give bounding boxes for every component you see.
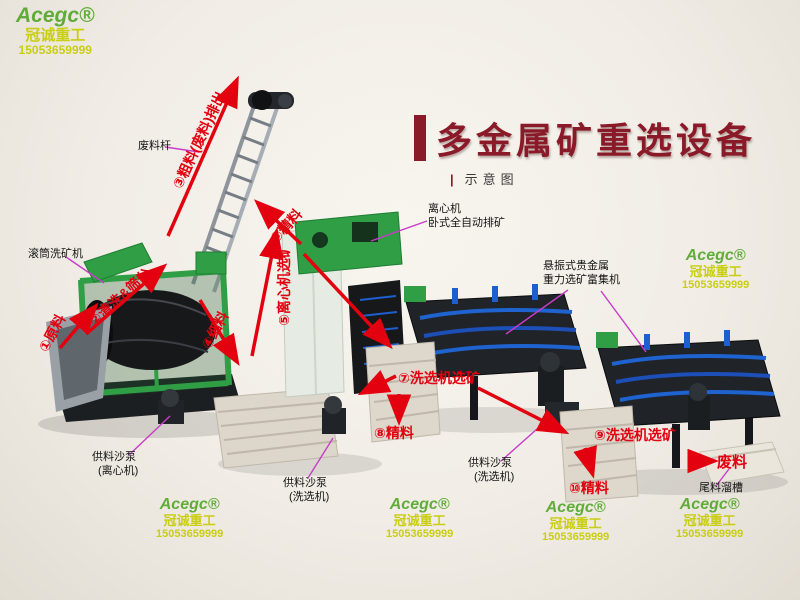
feed-pump-washer-1	[322, 396, 346, 434]
flow-step-9: ⑨洗选机选矿	[594, 427, 676, 443]
brand-logo: Acegc®	[679, 496, 740, 513]
subtitle-text: 示意图	[464, 172, 519, 187]
brand-logo: Acegc®	[685, 247, 746, 264]
label-pump-centrifuge: 供料沙泵 (离心机)	[92, 450, 138, 479]
label-shaker: 悬振式贵金属 重力选矿富集机	[543, 259, 620, 288]
page-subtitle: | 示意图	[450, 169, 519, 188]
flow-step-7: ⑦洗选机选矿	[398, 370, 480, 386]
phone-number: 15053659999	[18, 43, 92, 58]
waste-rod-elevator	[191, 90, 294, 293]
title-accent-block	[414, 115, 426, 161]
subtitle-divider: |	[450, 172, 459, 187]
label-pump-centrifuge-line1: 供料沙泵	[92, 451, 136, 463]
company-name: 冠诚重工	[163, 512, 216, 528]
flow-waste-out: 废料	[717, 454, 748, 471]
phone-number: 15053659999	[156, 528, 224, 541]
label-pump-washer-1-line2: (洗选机)	[289, 491, 330, 504]
company-name: 冠诚重工	[683, 512, 736, 528]
label-waste-rod: 废料杆	[138, 140, 171, 152]
phone-number: 15053659999	[676, 528, 744, 541]
label-shaker-line2: 重力选矿富集机	[543, 274, 620, 287]
brand-logo: Acegc®	[389, 496, 450, 513]
flow-step-10: ⑩精料	[569, 480, 609, 496]
phone-number: 15053659999	[542, 531, 610, 544]
label-pump-washer-2-line1: 供料沙泵	[468, 457, 512, 469]
brand-logo: Acegc®	[159, 496, 220, 513]
label-pump-washer-2-line2: (洗选机)	[474, 471, 515, 484]
label-pump-washer-1-line1: 供料沙泵	[283, 477, 327, 489]
label-tailings-chute: 尾料溜槽	[699, 482, 743, 494]
company-name: 冠诚重工	[689, 263, 742, 279]
leader-lines	[65, 146, 730, 487]
brand-logo: Acegc®	[545, 499, 606, 516]
title-text: 多金属矿重选设备	[436, 120, 757, 161]
watermark-bottom-3: Acegc® 冠诚重工 15053659999	[542, 499, 609, 544]
company-name: 冠诚重工	[549, 515, 602, 531]
company-name: 冠诚重工	[393, 512, 446, 528]
flow-arrows	[58, 75, 719, 479]
tailings-chute-part	[699, 441, 785, 485]
label-drum-washer: 滚筒洗矿机	[28, 248, 83, 260]
flow-step-5: ⑤离心机选矿	[276, 244, 292, 326]
shaker-table-1	[365, 284, 587, 443]
company-name: 冠诚重工	[25, 26, 86, 44]
label-pump-centrifuge-line2: (离心机)	[98, 465, 139, 478]
label-centrifuge-line2: 卧式全自动排矿	[428, 217, 505, 230]
flow-step-8: ⑧精料	[374, 425, 414, 441]
feed-pump-centrifuge	[158, 389, 184, 424]
label-pump-washer-1: 供料沙泵 (洗选机)	[283, 476, 329, 505]
label-centrifuge: 离心机 卧式全自动排矿	[428, 202, 505, 231]
drum-washer-machine	[46, 242, 242, 422]
watermark-top-left: Acegc® 冠诚重工 15053659999	[16, 4, 95, 58]
watermark-bottom-1: Acegc® 冠诚重工 15053659999	[156, 496, 223, 541]
label-shaker-line1: 悬振式贵金属	[543, 260, 609, 272]
phone-number: 15053659999	[682, 279, 750, 292]
watermark-bottom-4: Acegc® 冠诚重工 15053659999	[676, 496, 743, 541]
watermark-right: Acegc® 冠诚重工 15053659999	[682, 247, 749, 292]
page-title: 多金属矿重选设备	[414, 112, 756, 164]
brand-logo: Acegc®	[16, 4, 95, 27]
label-centrifuge-line1: 离心机	[428, 203, 461, 215]
phone-number: 15053659999	[386, 528, 454, 541]
label-pump-washer-2: 供料沙泵 (洗选机)	[468, 456, 514, 485]
watermark-bottom-2: Acegc® 冠诚重工 15053659999	[386, 496, 453, 541]
